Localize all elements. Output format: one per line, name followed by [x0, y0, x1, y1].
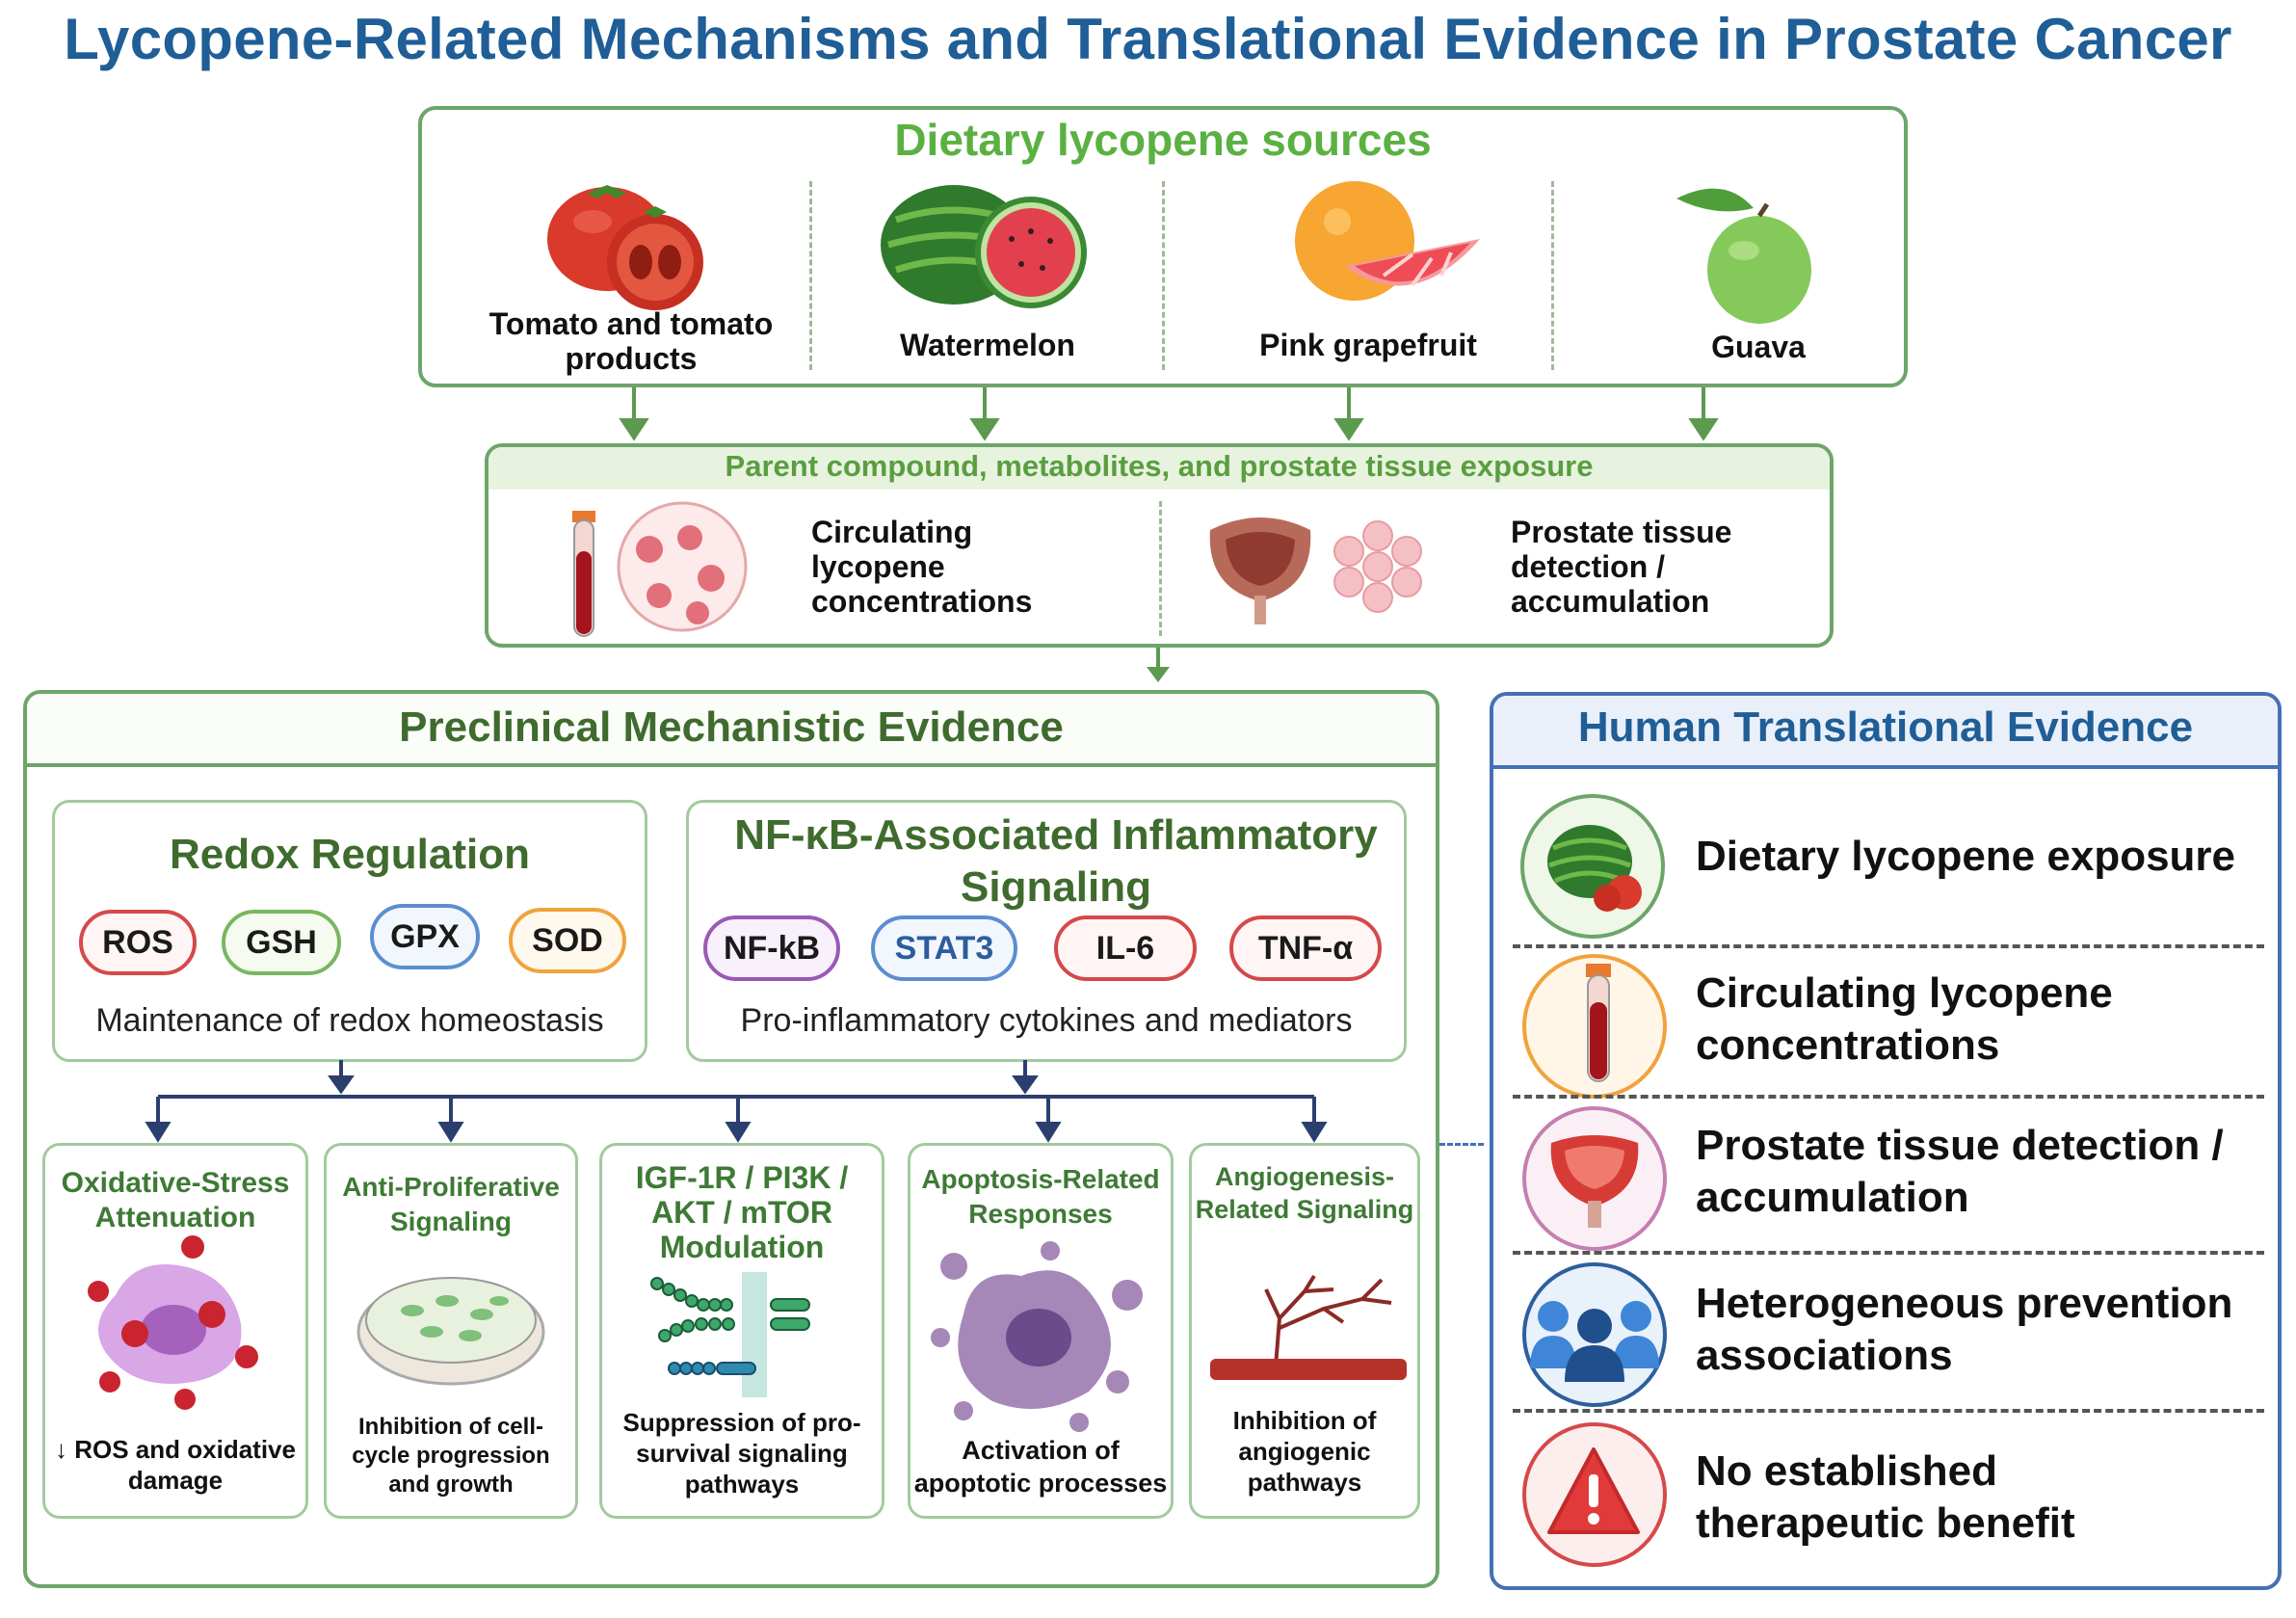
divider [1513, 1251, 2264, 1255]
grapefruit-icon [1295, 181, 1480, 301]
source-label-grapefruit: Pink grapefruit [1259, 328, 1477, 362]
pill-tnf: TNF-α [1229, 915, 1382, 981]
blood-cells-icon [572, 501, 748, 637]
blood-tube-icon [1586, 964, 1611, 1082]
warning-icon [1547, 1447, 1640, 1534]
human-header-band [1493, 696, 2278, 769]
apoptotic-cell-icon [931, 1241, 1143, 1432]
mech-title-igf: IGF-1R / PI3K / AKT / mTOR Modulation [635, 1160, 849, 1264]
mech-title-angiogenesis: Angiogenesis-Related Signaling [1195, 1162, 1414, 1224]
divider [1159, 501, 1162, 636]
exposure-heading: Parent compound, metabolites, and prosta… [725, 449, 1594, 483]
human-item-dietary: Dietary lycopene exposure [1696, 833, 2236, 880]
nfkb-caption: Pro-inflammatory cytokines and mediators [740, 1002, 1353, 1039]
human-icon-frame [1520, 794, 1665, 939]
redox-caption: Maintenance of redox homeostasis [95, 1002, 604, 1039]
nfkb-title: NF-κB-Associated Inflammatory Signaling [734, 811, 1378, 911]
human-item-circulating: Circulating lycopene concentrations [1696, 969, 2113, 1069]
mech-caption-oxidative: ↓ ROS and oxidative damage [55, 1435, 296, 1495]
figure-title: Lycopene-Related Mechanisms and Translat… [64, 7, 2232, 71]
blood-vessel-icon [1210, 1274, 1407, 1380]
mech-card-angiogenesis [1189, 1143, 1420, 1519]
mech-title-antiproliferative: Anti-Proliferative Signaling [342, 1172, 560, 1236]
pill-il6: IL-6 [1054, 915, 1197, 981]
human-heading: Human Translational Evidence [1577, 703, 2194, 751]
pill-stat3: STAT3 [871, 915, 1017, 981]
human-item-prostate: Prostate tissue detection / accumulation [1696, 1122, 2224, 1221]
divider [1513, 1095, 2264, 1099]
pill-nfkb: NF-kB [703, 915, 840, 981]
pill-sod: SOD [509, 908, 626, 973]
source-arrows [619, 387, 1719, 441]
panel-connector [1439, 1143, 1484, 1146]
divider [1551, 181, 1554, 370]
tomato-icon [547, 185, 703, 310]
human-item-no-benefit: No established therapeutic benefit [1696, 1447, 2075, 1547]
exposure-arrow [1147, 648, 1170, 682]
prostate-icon [1550, 1135, 1639, 1228]
mech-caption-angiogenesis: Inhibition of angiogenic pathways [1232, 1406, 1377, 1497]
watermelon-tomato-icon [1547, 825, 1642, 912]
source-label-tomato: Tomato and tomato products [488, 306, 774, 376]
source-label-guava: Guava [1711, 330, 1806, 364]
guava-icon [1676, 188, 1811, 324]
divider [1513, 944, 2264, 948]
mech-caption-igf: Suppression of pro-survival signaling pa… [622, 1408, 861, 1499]
pill-gsh: GSH [222, 910, 341, 975]
ros-cell-icon [88, 1235, 258, 1410]
pill-gpx: GPX [370, 904, 480, 969]
divider [1513, 1409, 2264, 1413]
signaling-pathway-icon [650, 1272, 810, 1397]
petri-dish-icon [356, 1277, 545, 1386]
source-label-watermelon: Watermelon [900, 328, 1075, 362]
mech-title-oxidative: Oxidative-Stress Attenuation [61, 1167, 290, 1233]
redox-title: Redox Regulation [169, 831, 531, 878]
mech-title-apoptosis: Apoptosis-Related Responses [921, 1164, 1160, 1229]
divider [1162, 181, 1165, 370]
pill-ros: ROS [79, 910, 197, 975]
prostate-tissue-label: Prostate tissue detection / accumulation [1511, 515, 1732, 619]
mech-caption-antiproliferative: Inhibition of cell-cycle progression and… [352, 1414, 550, 1498]
mech-caption-apoptosis: Activation of apoptotic processes [913, 1436, 1168, 1498]
watermelon-icon [881, 185, 1087, 308]
people-group-icon [1530, 1301, 1659, 1382]
circulating-label: Circulating lycopene concentrations [811, 515, 1033, 619]
mechanism-connector [145, 1060, 1328, 1143]
exposure-header-band [488, 447, 1830, 490]
human-item-heterogeneous: Heterogeneous prevention associations [1696, 1280, 2233, 1379]
divider [809, 181, 812, 370]
dietary-sources-heading: Dietary lycopene sources [894, 115, 1432, 165]
preclinical-heading: Preclinical Mechanistic Evidence [399, 703, 1064, 751]
prostate-cells-icon [1209, 517, 1422, 624]
preclinical-header-band [27, 694, 1436, 767]
